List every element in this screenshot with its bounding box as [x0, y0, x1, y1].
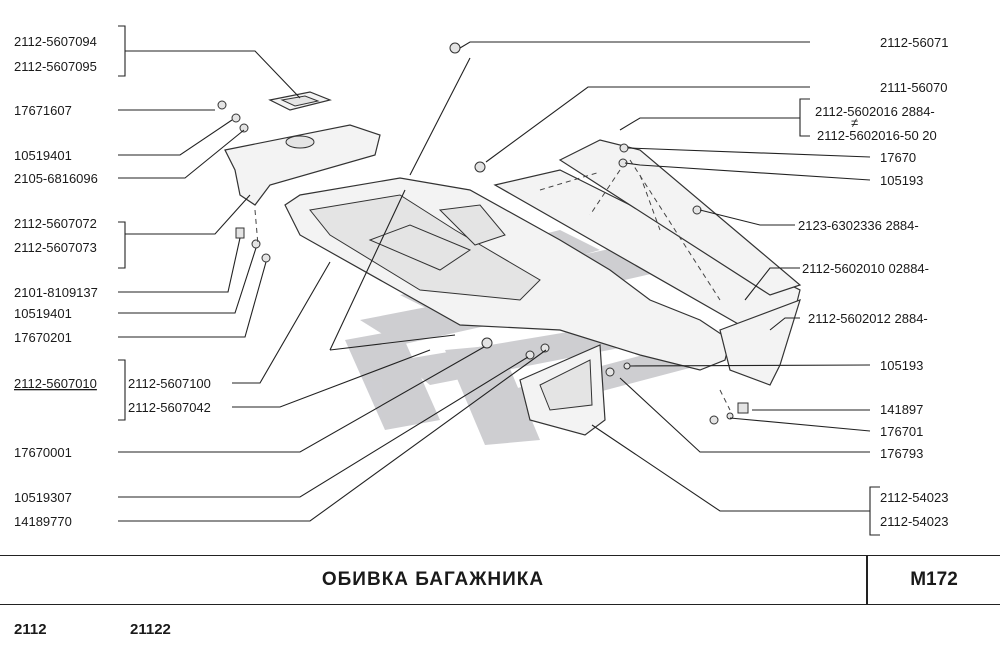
- sheet-code: M172: [910, 569, 958, 590]
- not-equal-sign: ≠: [851, 115, 858, 130]
- part-label: 17670001: [14, 445, 72, 460]
- part-label: 17670201: [14, 330, 72, 345]
- page-title: ОБИВКА БАГАЖНИКА: [321, 569, 545, 590]
- part-label: 2112-5607095: [14, 59, 97, 74]
- part-label: 105193: [880, 173, 923, 188]
- part-label: 2112-56071: [880, 35, 948, 50]
- part-label: 2112-5602012 2884-: [808, 311, 928, 326]
- part-label: 17671607: [14, 103, 72, 118]
- leader-lines: [118, 25, 880, 536]
- part-label: 2112-54023: [880, 490, 948, 505]
- part-label: 176793: [880, 446, 923, 461]
- title-bar: ОБИВКА БАГАЖНИКА M172: [0, 555, 1000, 605]
- part-label: 2105-6816096: [14, 171, 98, 186]
- title-divider: [866, 556, 868, 604]
- part-label: 10519401: [14, 148, 72, 163]
- part-label: 2112-5607042: [128, 400, 211, 415]
- part-label: 2112-5607073: [14, 240, 97, 255]
- part-label: 2123-6302336 2884-: [798, 218, 919, 233]
- part-label: 2112-5607100: [128, 376, 211, 391]
- part-label: 2112-5607010: [14, 376, 97, 391]
- right-labels: 2112-56071 2111-56070 2112-5602016 2884-…: [798, 35, 948, 529]
- model-label: 21122: [130, 621, 171, 638]
- part-label: 2112-5602016 2884-: [815, 104, 935, 119]
- part-label: 2101-8109137: [14, 285, 98, 300]
- part-label: 2111-56070: [880, 80, 947, 95]
- left-labels: 2112-5607094 2112-5607095 17671607 10519…: [14, 34, 211, 529]
- part-label: 176701: [880, 424, 923, 439]
- part-label: 2112-5602010 02884-: [802, 261, 929, 276]
- part-label: 2112-5607094: [14, 34, 97, 49]
- part-label: 10519401: [14, 306, 72, 321]
- part-label: 10519307: [14, 490, 72, 505]
- part-label: 2112-54023: [880, 514, 948, 529]
- part-label: 14189770: [14, 514, 72, 529]
- part-label: 17670: [880, 150, 916, 165]
- part-label: 2112-5602016-50 20: [817, 128, 937, 143]
- trunk-parts-drawing: [217, 42, 802, 436]
- part-label: 105193: [880, 358, 923, 373]
- part-label: 2112-5607072: [14, 216, 97, 231]
- part-label: 141897: [880, 402, 923, 417]
- model-label: 2112: [14, 621, 47, 638]
